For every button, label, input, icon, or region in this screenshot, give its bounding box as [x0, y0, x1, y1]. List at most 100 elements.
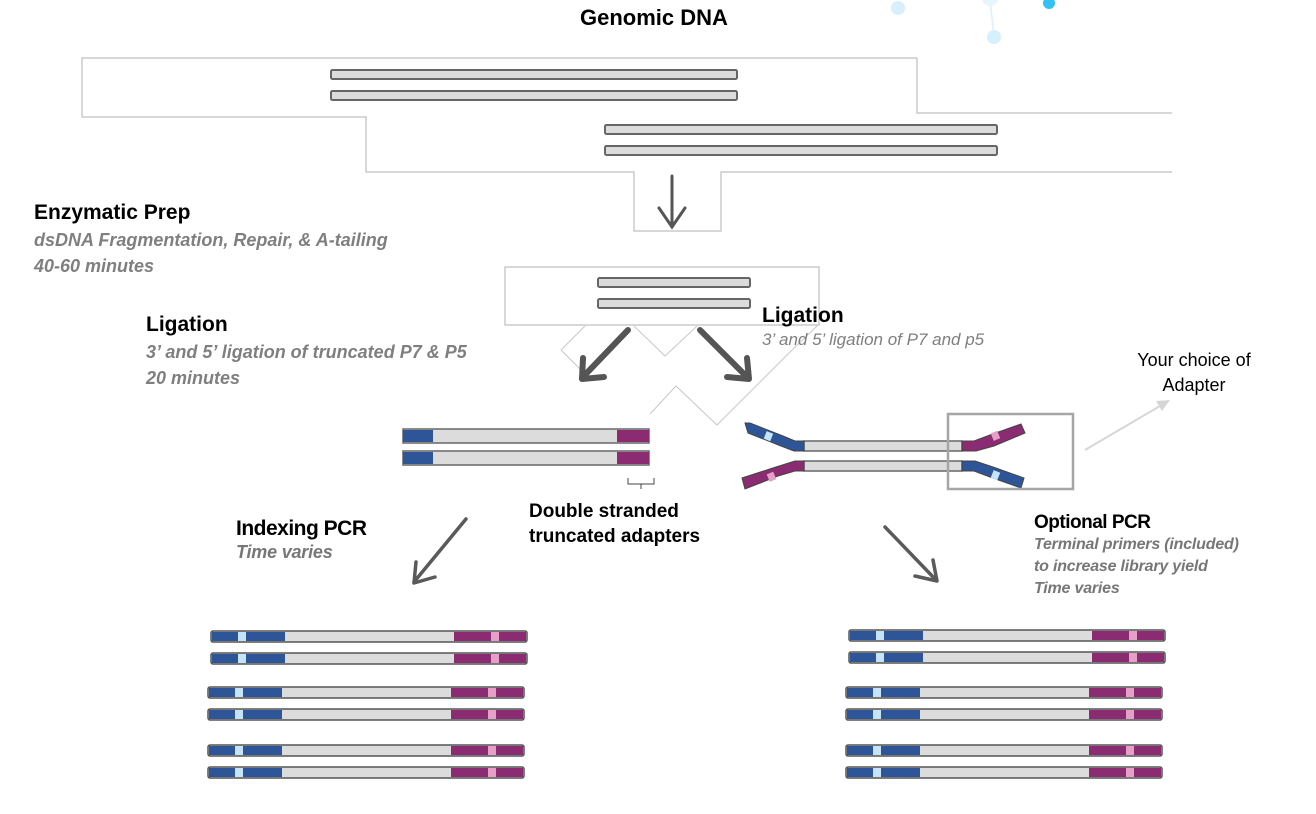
- strand-outline: [845, 766, 1163, 779]
- down-arrow-icon: [657, 174, 687, 230]
- i7-index: [491, 632, 499, 641]
- library-strand: [207, 744, 525, 757]
- library-strand: [845, 744, 1163, 757]
- i5-index: [235, 688, 243, 697]
- i5-index: [873, 768, 881, 777]
- molecule-decoration-icon: [891, 0, 1055, 44]
- p5-adapter: [847, 688, 920, 697]
- strand-outline: [845, 744, 1163, 757]
- i7-index: [488, 710, 496, 719]
- strand-outline: [207, 686, 525, 699]
- library-strand: [207, 686, 525, 699]
- p5-adapter: [847, 710, 920, 719]
- p7-adapter: [1089, 688, 1161, 697]
- step-indexing-pcr: Indexing PCR Time varies: [236, 517, 367, 563]
- genomic-dna-strands: [330, 69, 998, 156]
- strand-outline: [210, 630, 528, 643]
- step-description: 3’ and 5’ ligation of truncated P7 & P5: [146, 342, 467, 362]
- truncated-adapter-construct: [402, 428, 650, 466]
- library-strand: [848, 651, 1166, 664]
- p7-adapter: [454, 632, 526, 641]
- p7-adapter: [451, 746, 523, 755]
- p7-adapter: [1089, 710, 1161, 719]
- library-strand: [845, 708, 1163, 721]
- step-title: Indexing PCR: [236, 517, 367, 540]
- i7-index: [1126, 688, 1134, 697]
- p7-adapter: [1092, 653, 1164, 662]
- step-title: Optional PCR: [1034, 512, 1151, 533]
- p5-adapter: [850, 653, 923, 662]
- bracket-icon: [627, 478, 655, 489]
- strand-outline: [207, 766, 525, 779]
- truncated-adapters-label: Double stranded truncated adapters: [529, 501, 701, 547]
- p5-adapter: [212, 632, 285, 641]
- step-description: to increase library yield: [1034, 558, 1208, 575]
- step-duration: 20 minutes: [146, 368, 241, 388]
- library-strand: [207, 766, 525, 779]
- p5-adapter: [850, 631, 923, 640]
- i7-index: [1126, 768, 1134, 777]
- i7-index: [491, 654, 499, 663]
- p5-adapter: [847, 746, 920, 755]
- step-duration: Time varies: [1034, 580, 1120, 597]
- fragment-panel-outline: [504, 266, 820, 326]
- p5-adapter: [209, 768, 282, 777]
- i7-index: [1126, 746, 1134, 755]
- library-strand: [845, 766, 1163, 779]
- p5-adapter: [209, 746, 282, 755]
- diagonal-arrow-icon: [579, 327, 752, 382]
- i7-index: [1126, 710, 1134, 719]
- genomic-panel-outline: [81, 57, 1172, 232]
- strand-outline: [848, 651, 1166, 664]
- step-ligation-truncated: Ligation 3’ and 5’ ligation of truncated…: [146, 313, 467, 391]
- p5-adapter: [847, 768, 920, 777]
- i5-index: [873, 710, 881, 719]
- pointer-arrow-icon: [1084, 400, 1170, 451]
- y-adapter-construct: [741, 422, 1026, 490]
- library-strand: [207, 708, 525, 721]
- step-description: Terminal primers (included): [1034, 536, 1239, 553]
- i7-index: [1129, 653, 1137, 662]
- step-optional-pcr: Optional PCR Terminal primers (included)…: [1034, 512, 1239, 600]
- strand-outline: [845, 708, 1163, 721]
- p5-adapter: [212, 654, 285, 663]
- p7-adapter: [1089, 746, 1161, 755]
- i7-index: [488, 768, 496, 777]
- step-title: Ligation: [762, 304, 844, 327]
- step-duration: Time varies: [236, 542, 333, 562]
- step-description: dsDNA Fragmentation, Repair, & A-tailing: [34, 230, 388, 250]
- strand-outline: [848, 629, 1166, 642]
- page-title: Genomic DNA: [580, 5, 728, 30]
- i5-index: [873, 746, 881, 755]
- library-strand: [210, 630, 528, 643]
- p7-adapter: [454, 654, 526, 663]
- strand-outline: [207, 708, 525, 721]
- library-strand: [845, 686, 1163, 699]
- p7-adapter: [451, 688, 523, 697]
- i7-index: [488, 688, 496, 697]
- fragment-strands: [597, 277, 751, 309]
- p7-adapter: [1089, 768, 1161, 777]
- p5-adapter: [209, 688, 282, 697]
- step-duration: 40-60 minutes: [34, 256, 155, 276]
- i5-index: [238, 654, 246, 663]
- p7-adapter: [451, 768, 523, 777]
- library-strand: [848, 629, 1166, 642]
- strand-outline: [207, 744, 525, 757]
- i5-index: [876, 631, 884, 640]
- step-title: Ligation: [146, 313, 228, 336]
- step-ligation-full: Ligation 3’ and 5’ ligation of P7 and p5: [762, 304, 984, 350]
- i5-index: [238, 632, 246, 641]
- indexed-library-right: [845, 629, 1166, 779]
- i5-index: [235, 710, 243, 719]
- diagonal-arrow-icon: [412, 517, 939, 585]
- i5-index: [235, 746, 243, 755]
- p7-adapter: [451, 710, 523, 719]
- adapter-choice-label: Your choice of Adapter: [1137, 350, 1251, 395]
- step-enzymatic-prep: Enzymatic Prep dsDNA Fragmentation, Repa…: [34, 201, 388, 279]
- indexed-library-left: [207, 630, 528, 779]
- i7-index: [488, 746, 496, 755]
- step-title: Enzymatic Prep: [34, 201, 191, 224]
- p5-adapter: [209, 710, 282, 719]
